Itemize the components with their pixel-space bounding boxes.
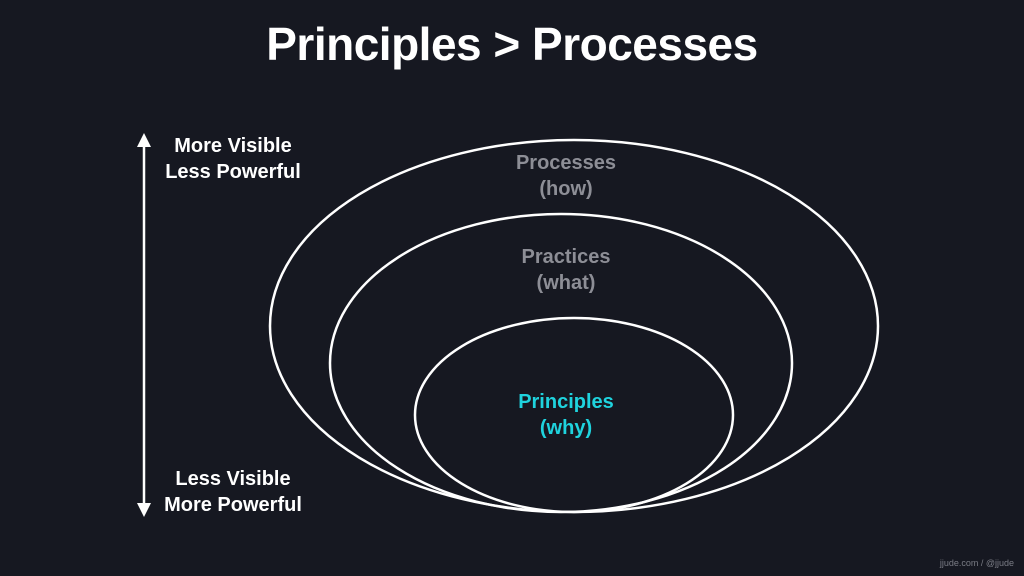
- top-axis-label-line2: Less Powerful: [165, 161, 301, 183]
- ring-label-name: Practices: [521, 246, 611, 268]
- bottom-axis-label-line2: More Powerful: [164, 494, 302, 516]
- ring-label-processes: Processes (how): [466, 150, 666, 202]
- footer-credit: jjude.com / @jjude: [939, 558, 1014, 568]
- ring-label-meaning: (what): [536, 272, 596, 294]
- arrow-down-icon: [137, 503, 151, 517]
- bottom-axis-label: Less Visible More Powerful: [150, 466, 316, 518]
- bottom-axis-label-line1: Less Visible: [175, 468, 291, 490]
- slide-title: Principles > Processes: [266, 18, 758, 70]
- ring-label-principles: Principles (why): [466, 389, 666, 441]
- ring-label-name: Processes: [515, 152, 617, 174]
- ring-inner-principles: [413, 316, 735, 514]
- ring-label-practices: Practices (what): [466, 244, 666, 296]
- top-axis-label: More Visible Less Powerful: [150, 133, 316, 185]
- ring-label-meaning: (why): [539, 417, 593, 439]
- ring-label-meaning: (how): [539, 178, 593, 200]
- top-axis-label-line1: More Visible: [174, 135, 292, 157]
- arrow-up-icon: [137, 133, 151, 147]
- ring-label-name: Principles: [518, 391, 614, 413]
